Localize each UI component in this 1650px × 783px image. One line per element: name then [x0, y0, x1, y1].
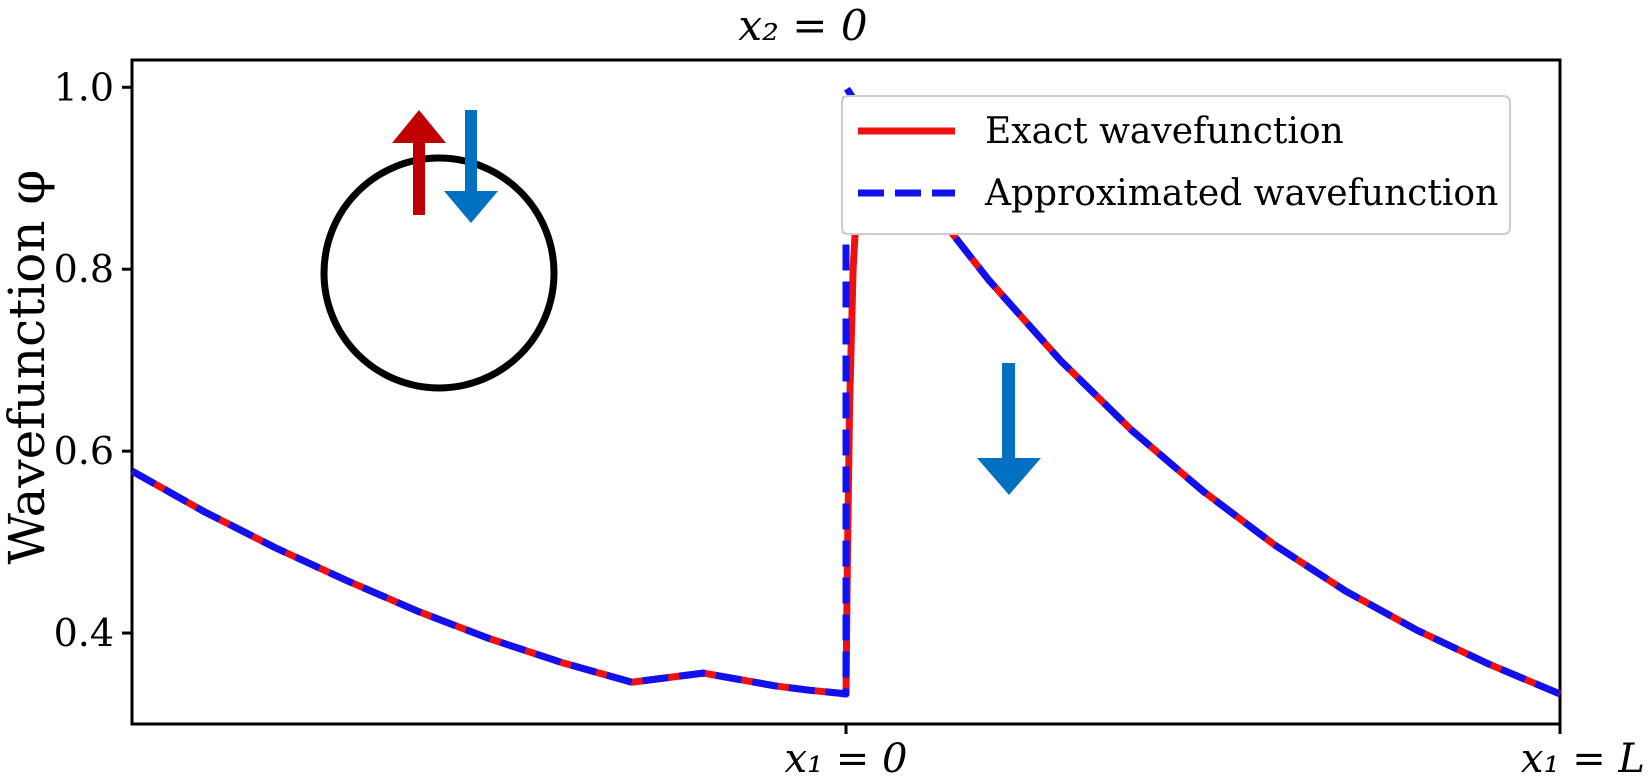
x-tick-label: x₁ = 0 [785, 736, 908, 782]
circle-outline-icon [320, 154, 558, 392]
spin-pair-annotation [320, 110, 558, 392]
y-tick-label: 1.0 [54, 65, 114, 109]
y-axis-ticks: 0.4 0.6 0.8 1.0 [54, 65, 132, 655]
x-tick-label: x₁ = L [1521, 736, 1645, 782]
legend-box [841, 95, 1511, 235]
legend: Exact wavefunction Approximated wavefunc… [841, 95, 1511, 235]
y-axis-label: Wavefunction φ [0, 170, 56, 565]
x-axis-ticks: x₁ = 0 x₁ = L [785, 724, 1645, 782]
y-tick-label: 0.8 [54, 247, 114, 291]
spin-down-arrow-icon [444, 110, 498, 223]
y-tick-label: 0.6 [54, 429, 114, 473]
spin-up-arrow-icon [392, 110, 446, 215]
legend-label-approx: Approximated wavefunction [984, 173, 1498, 214]
y-tick-label: 0.4 [54, 611, 114, 655]
spin-down-arrow-icon [977, 363, 1041, 495]
legend-label-exact: Exact wavefunction [985, 111, 1344, 152]
chart-title: x₂ = 0 [738, 1, 867, 50]
